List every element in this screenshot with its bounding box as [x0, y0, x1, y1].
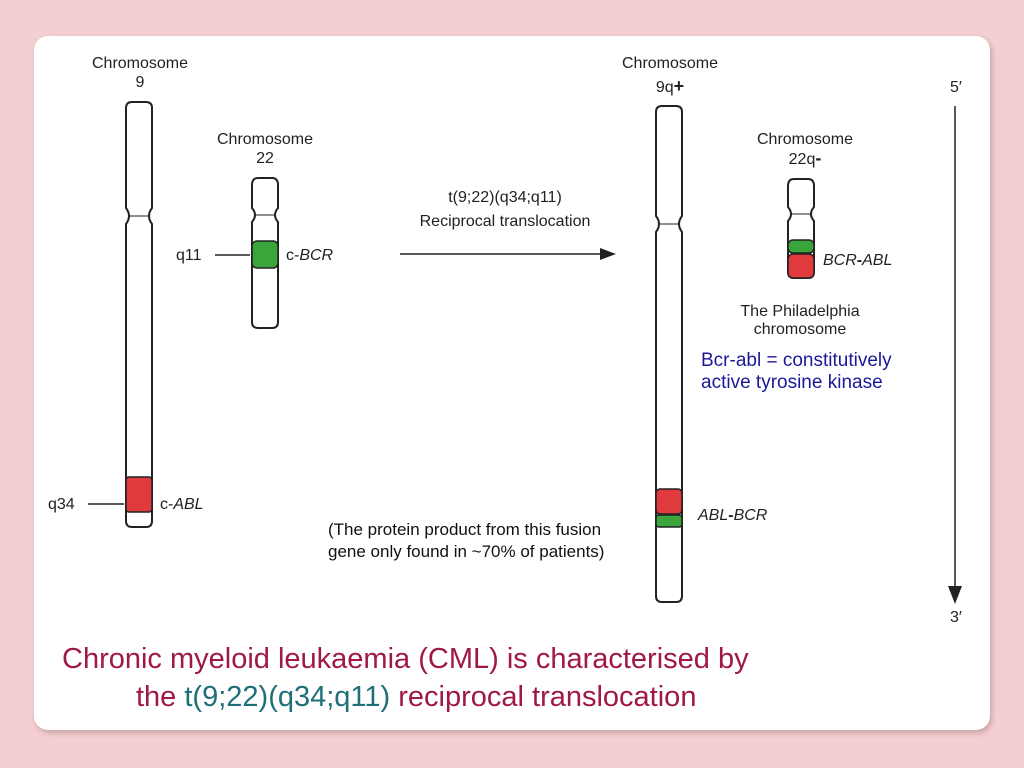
- protein-note-line-2: gene only found in ~70% of patients): [328, 542, 605, 561]
- kinase-note-line-1: Bcr-abl = constitutively: [701, 350, 892, 371]
- chromosome-22q-minus: Chromosome 22q- BCR-ABL The Philadelphia…: [740, 131, 892, 338]
- arrow-label-1: t(9;22)(q34;q11): [448, 189, 562, 206]
- chr22-label-2: 22: [256, 150, 274, 167]
- caption-line-2-pre: the: [136, 681, 185, 713]
- chr9q-bcr-band: [655, 514, 683, 528]
- chr9q-abl-band: [655, 488, 683, 515]
- chr9-label-1: Chromosome: [92, 55, 188, 72]
- abl-bcr-label: ABL-BCR: [697, 507, 768, 524]
- slide-caption: Chronic myeloid leukaemia (CML) is chara…: [34, 640, 904, 716]
- chr9q-body: [655, 105, 683, 603]
- philadelphia-label-1: The Philadelphia: [740, 303, 859, 320]
- chr22q-abl-band: [787, 253, 815, 279]
- chr9-label-2: 9: [136, 74, 145, 91]
- q34-label: q34: [48, 496, 75, 513]
- caption-highlight: t(9;22)(q34;q11): [184, 681, 391, 713]
- protein-note: (The protein product from this fusion ge…: [328, 519, 604, 563]
- arrow-head: [600, 248, 616, 260]
- three-prime-label: 3′: [950, 609, 962, 626]
- caption-line-2-post: reciprocal translocation: [390, 681, 697, 713]
- c-bcr-label: c-BCR: [286, 247, 334, 264]
- chr22-label-1: Chromosome: [217, 131, 313, 148]
- protein-note-line-1: (The protein product from this fusion: [328, 520, 602, 539]
- translocation-diagram: Chromosome 9 q34 c-ABL Chromosome 22 q11…: [48, 55, 962, 626]
- kinase-note: Bcr-abl = constitutively active tyrosine…: [701, 350, 892, 394]
- chr9q-label-1: Chromosome: [622, 55, 718, 72]
- orientation-axis: 5′ 3′: [948, 79, 962, 626]
- slide-card: Chromosome 9 q34 c-ABL Chromosome 22 q11…: [34, 36, 990, 730]
- chr22q-label-2: 22q-: [789, 148, 822, 168]
- chr9-body: [125, 101, 153, 528]
- philadelphia-label-2: chromosome: [754, 321, 847, 338]
- c-abl-label: c-ABL: [160, 496, 204, 513]
- arrow-label-2: Reciprocal translocation: [420, 213, 591, 230]
- caption-line-2: the t(9;22)(q34;q11) reciprocal transloc…: [34, 678, 904, 716]
- chr22-bcr-band: [251, 240, 279, 269]
- bcr-abl-label: BCR-ABL: [823, 252, 892, 269]
- chr9q-label-2: 9q+: [656, 76, 684, 96]
- translocation-arrow: t(9;22)(q34;q11) Reciprocal translocatio…: [400, 189, 616, 260]
- chr22q-label-1: Chromosome: [757, 131, 853, 148]
- chromosome-9q-plus: Chromosome 9q+ ABL-BCR: [622, 55, 768, 603]
- chromosome-22: Chromosome 22 q11 c-BCR: [176, 131, 334, 329]
- kinase-note-line-2: active tyrosine kinase: [701, 372, 883, 393]
- chr22q-bcr-band: [787, 239, 815, 254]
- chr9-abl-band: [125, 476, 153, 513]
- axis-arrow-head: [948, 586, 962, 604]
- chromosome-9: Chromosome 9 q34 c-ABL: [48, 55, 204, 528]
- five-prime-label: 5′: [950, 79, 962, 96]
- q11-label: q11: [176, 247, 202, 264]
- caption-line-1: Chronic myeloid leukaemia (CML) is chara…: [62, 643, 749, 675]
